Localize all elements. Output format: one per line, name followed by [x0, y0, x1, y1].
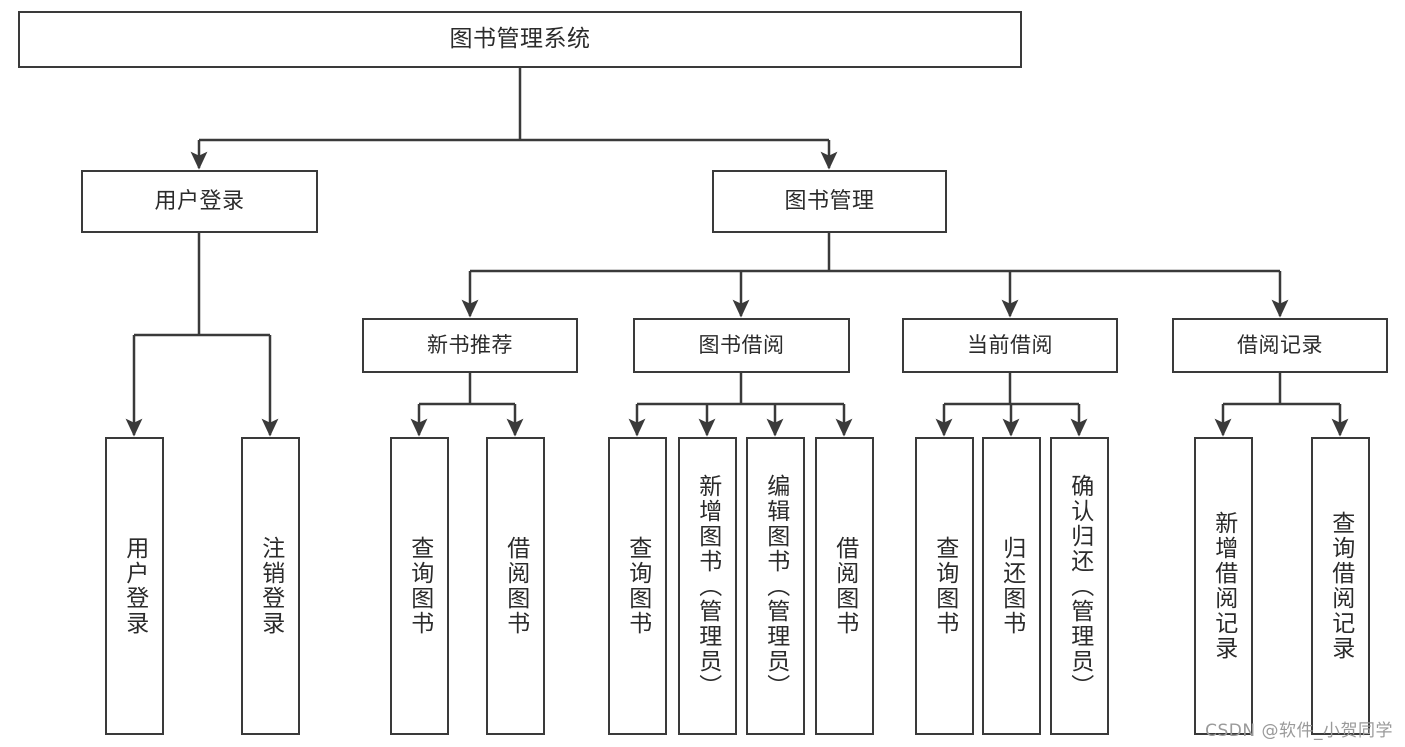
node-label: 当前借阅 [967, 333, 1053, 358]
node-label: 借阅图书 [502, 536, 529, 636]
leaf-confirm-return-admin[interactable]: 确认归还（管理员） [1050, 437, 1109, 735]
leaf-query-book-current[interactable]: 查询图书 [915, 437, 974, 735]
leaf-edit-book-admin[interactable]: 编辑图书（管理员） [746, 437, 805, 735]
node-label: 用户登录 [154, 188, 245, 214]
node-label: 新增借阅记录 [1210, 511, 1237, 661]
leaf-return-book[interactable]: 归还图书 [982, 437, 1041, 735]
leaf-logout-login[interactable]: 注销登录 [241, 437, 300, 735]
node-label: 图书管理 [784, 188, 875, 214]
node-label: 新增图书（管理员） [694, 473, 721, 699]
node-book-borrow[interactable]: 图书借阅 [633, 318, 850, 373]
node-label: 查询图书 [624, 536, 651, 636]
node-label: 图书管理系统 [449, 25, 591, 52]
node-label: 借阅图书 [831, 536, 858, 636]
node-label: 编辑图书（管理员） [762, 473, 789, 699]
node-label: 归还图书 [998, 536, 1025, 636]
leaf-query-book-recommend[interactable]: 查询图书 [390, 437, 449, 735]
node-label: 用户登录 [121, 536, 148, 636]
node-label: 查询借阅记录 [1327, 511, 1354, 661]
node-label: 确认归还（管理员） [1066, 473, 1093, 699]
node-label: 注销登录 [257, 536, 284, 636]
node-borrow-record[interactable]: 借阅记录 [1172, 318, 1388, 373]
node-label: 新书推荐 [427, 333, 513, 358]
leaf-query-book-borrow[interactable]: 查询图书 [608, 437, 667, 735]
leaf-borrow-book[interactable]: 借阅图书 [815, 437, 874, 735]
node-new-book-recommend[interactable]: 新书推荐 [362, 318, 578, 373]
node-label: 查询图书 [406, 536, 433, 636]
leaf-borrow-book-recommend[interactable]: 借阅图书 [486, 437, 545, 735]
leaf-user-login[interactable]: 用户登录 [105, 437, 164, 735]
leaf-query-borrow-record[interactable]: 查询借阅记录 [1311, 437, 1370, 735]
node-user-login[interactable]: 用户登录 [81, 170, 318, 233]
node-label: 查询图书 [931, 536, 958, 636]
csdn-watermark: CSDN @软件_小贺同学 [1205, 721, 1393, 741]
node-current-borrow[interactable]: 当前借阅 [902, 318, 1118, 373]
node-label: 借阅记录 [1237, 333, 1323, 358]
node-label: 图书借阅 [698, 333, 785, 358]
leaf-add-book-admin[interactable]: 新增图书（管理员） [678, 437, 737, 735]
node-book-management[interactable]: 图书管理 [712, 170, 947, 233]
leaf-add-borrow-record[interactable]: 新增借阅记录 [1194, 437, 1253, 735]
node-root-book-management-system[interactable]: 图书管理系统 [18, 11, 1022, 68]
